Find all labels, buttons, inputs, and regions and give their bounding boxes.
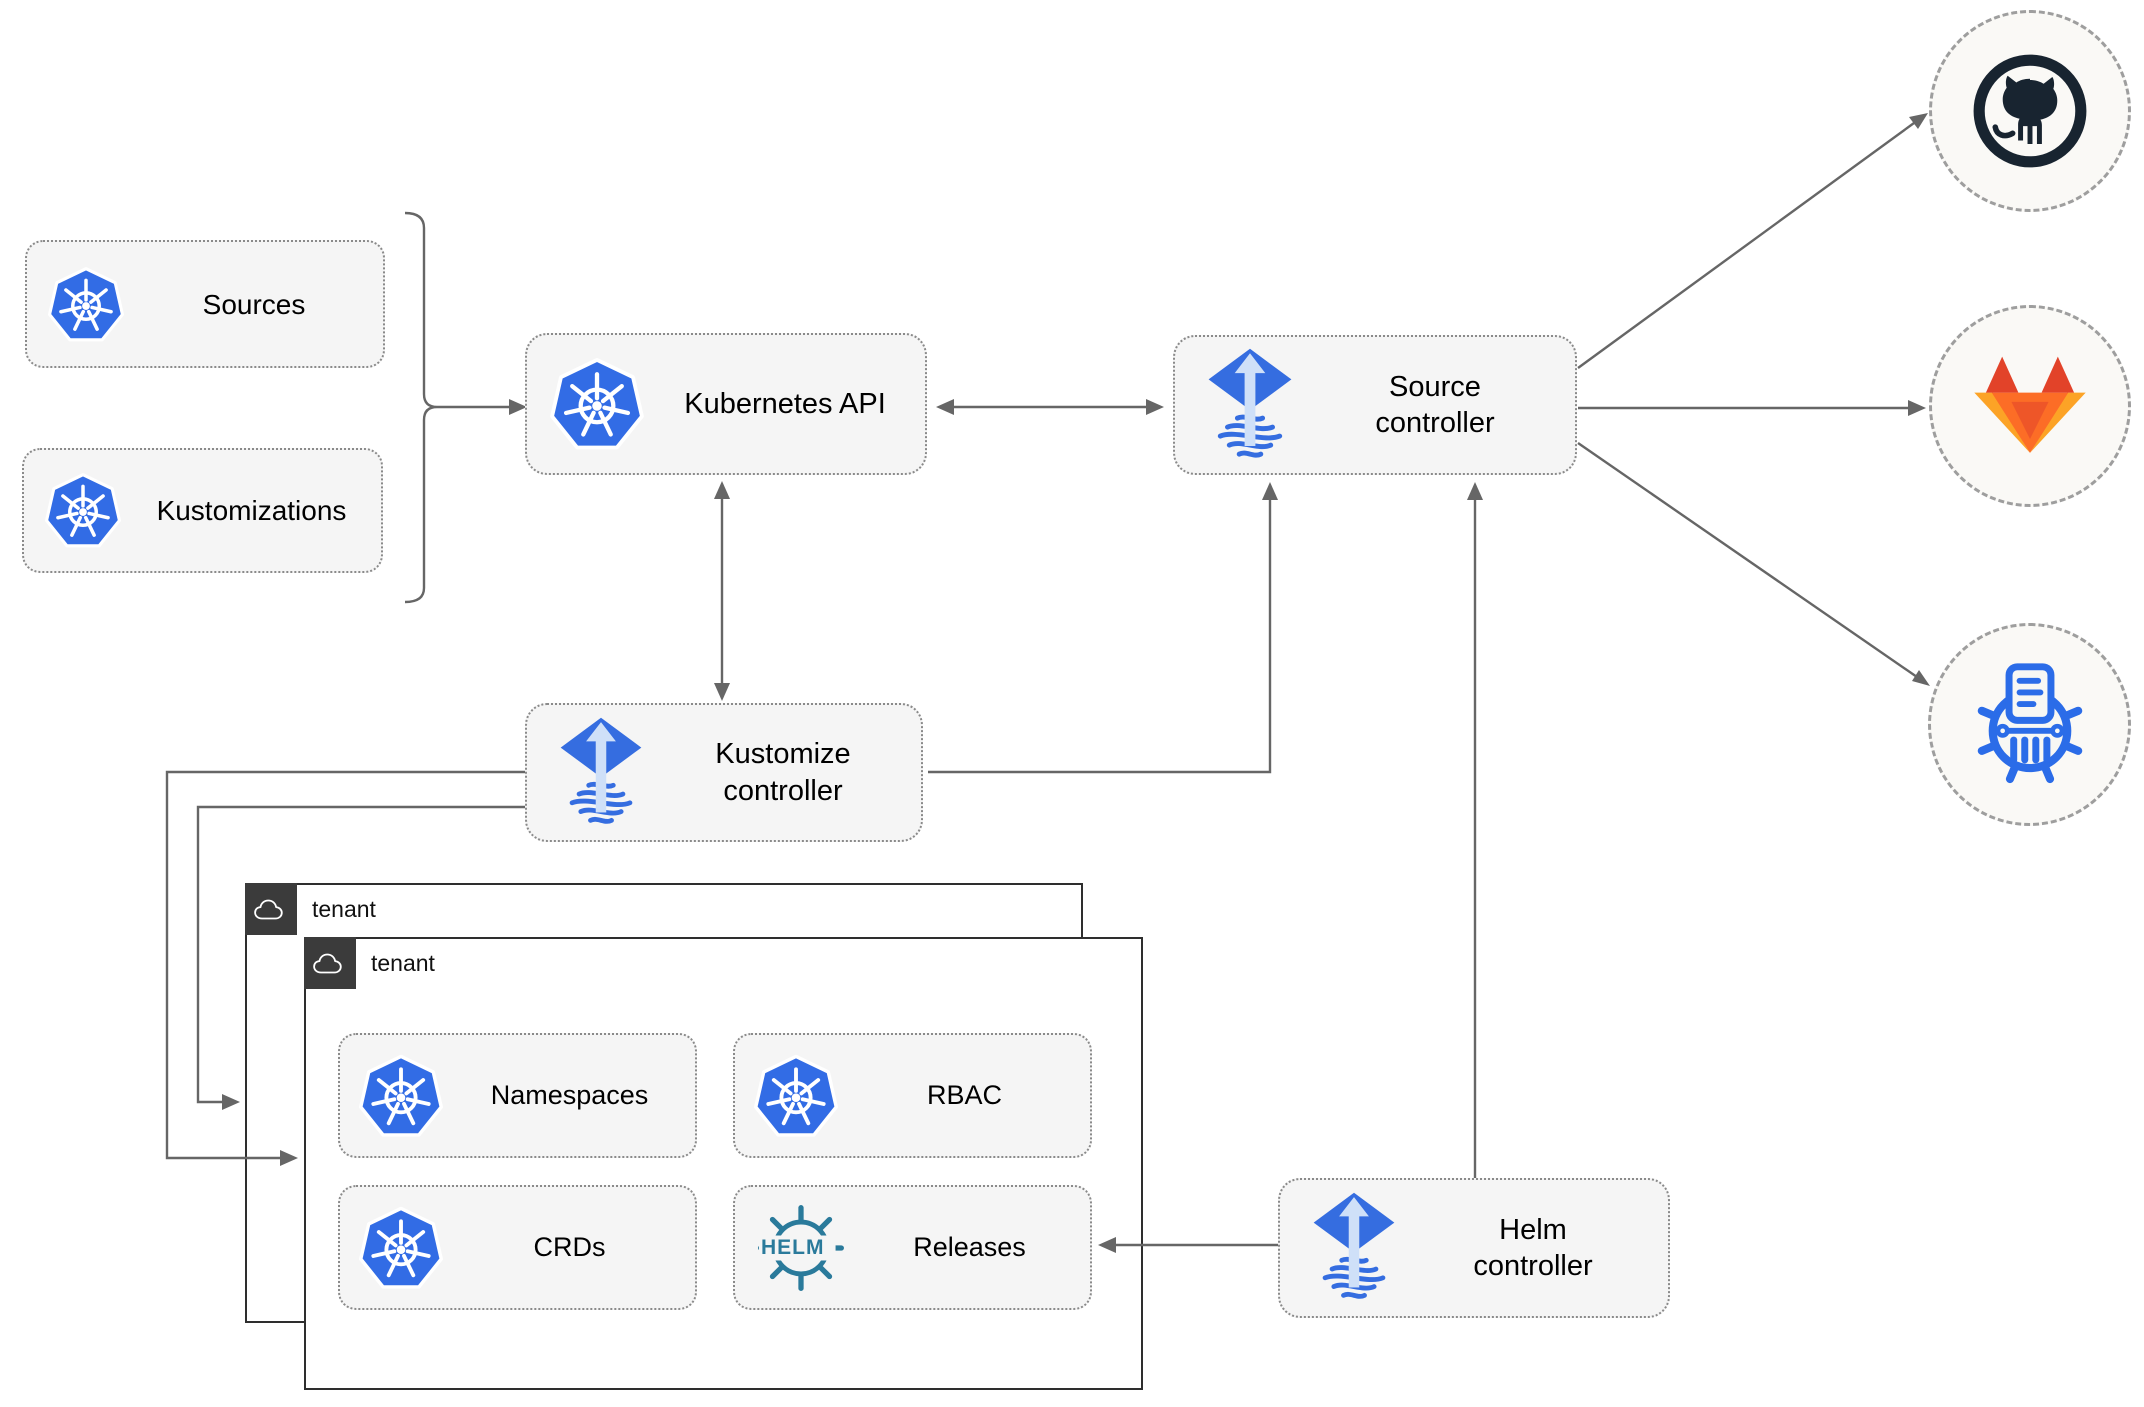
remote-gitlab-circle bbox=[1929, 305, 2131, 507]
node-releases: HELM Releases bbox=[733, 1185, 1092, 1310]
kubernetes-icon bbox=[753, 1051, 839, 1141]
flux-icon bbox=[1205, 347, 1295, 464]
node-namespaces: Namespaces bbox=[338, 1033, 697, 1158]
edge-sourcectrl-chartrepo bbox=[1577, 442, 1918, 678]
edge-kustomizectrl-sourcectrl bbox=[928, 488, 1272, 774]
tenant-label: tenant bbox=[371, 950, 435, 976]
kubernetes-icon bbox=[358, 1051, 444, 1141]
tenant-header bbox=[245, 883, 297, 935]
node-label: Releases bbox=[913, 1231, 1026, 1262]
cloud-icon bbox=[312, 950, 348, 977]
remote-chart-repository-circle bbox=[1928, 623, 2131, 826]
node-label: Kustomizations bbox=[156, 495, 347, 526]
node-label: RBAC bbox=[926, 1079, 1002, 1110]
node-source-controller: Source controller bbox=[1173, 335, 1577, 475]
node-kustomizations: Kustomizations bbox=[22, 448, 383, 573]
flux-icon bbox=[557, 716, 645, 830]
node-label: CRDs bbox=[533, 1231, 606, 1262]
remote-github-circle bbox=[1929, 10, 2131, 212]
tenant-label: tenant bbox=[312, 896, 376, 922]
kubernetes-icon bbox=[47, 264, 125, 345]
cloud-icon bbox=[253, 896, 289, 923]
chartmuseum-icon bbox=[1966, 661, 2094, 789]
edge-sourcectrl-github bbox=[1577, 122, 1915, 369]
node-kustomize-controller: Kustomize controller bbox=[525, 703, 923, 842]
node-sources: Sources bbox=[25, 240, 385, 368]
flux-icon bbox=[1310, 1191, 1398, 1305]
github-icon bbox=[1968, 49, 2092, 173]
node-label: Source controller bbox=[1375, 370, 1495, 439]
node-crds: CRDs bbox=[338, 1185, 697, 1310]
node-kubernetes-api: Kubernetes API bbox=[525, 333, 927, 475]
gitlab-icon bbox=[1972, 353, 2088, 460]
bracket-sources-group bbox=[404, 211, 438, 604]
node-rbac: RBAC bbox=[733, 1033, 1092, 1158]
node-label: Namespaces bbox=[490, 1079, 649, 1110]
node-label: Helm controller bbox=[1473, 1213, 1593, 1282]
node-label: Kubernetes API bbox=[684, 387, 886, 420]
kubernetes-icon bbox=[549, 354, 645, 454]
node-label: Sources bbox=[202, 288, 306, 320]
node-helm-controller: Helm controller bbox=[1278, 1178, 1670, 1318]
helm-logo-text: HELM bbox=[759, 1235, 827, 1260]
node-label: Kustomize controller bbox=[715, 738, 851, 807]
tenant-box-front bbox=[304, 937, 1143, 1390]
kubernetes-icon bbox=[358, 1203, 444, 1293]
tenant-header bbox=[304, 937, 356, 989]
kubernetes-icon bbox=[44, 470, 122, 551]
helm-icon: HELM bbox=[753, 1200, 849, 1296]
